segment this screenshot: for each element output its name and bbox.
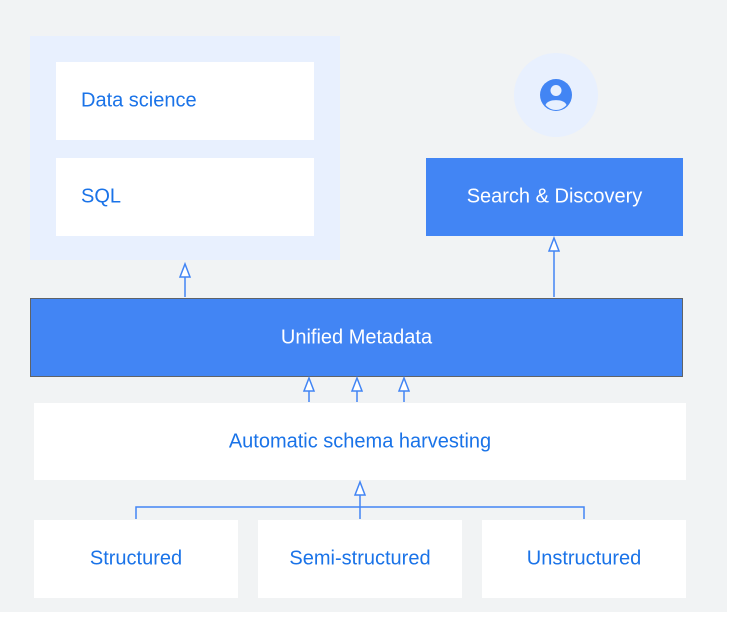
structured-label: Structured — [89, 547, 183, 570]
user-avatar — [514, 53, 598, 137]
arrow-harvest-1-head — [302, 375, 316, 392]
unified-metadata-label: Unified Metadata — [280, 326, 433, 348]
consumers-panel: Data science SQL — [30, 36, 340, 260]
schema-harvesting-label: Automatic schema harvesting — [228, 430, 492, 452]
unstructured-source-box: Unstructured — [482, 520, 686, 598]
unified-metadata-box: Unified Metadata — [30, 298, 683, 377]
user-icon — [540, 79, 572, 111]
data-science-card: Data science — [56, 62, 314, 140]
arrow-to-consumers-head — [178, 261, 192, 278]
schema-harvesting-box: Automatic schema harvesting — [34, 403, 686, 480]
semi-structured-source-box: Semi-structured — [258, 520, 462, 598]
arrow-harvest-3-head — [397, 375, 411, 392]
sources-bracket — [135, 506, 585, 519]
sql-card: SQL — [56, 158, 314, 236]
semi-structured-label: Semi-structured — [289, 547, 431, 570]
sql-label: SQL — [81, 185, 122, 208]
search-discovery-box: Search & Discovery — [426, 158, 683, 236]
data-science-label: Data science — [81, 89, 197, 112]
arrow-to-search-discovery-head — [547, 235, 561, 252]
search-discovery-label: Search & Discovery — [466, 185, 643, 208]
structured-source-box: Structured — [34, 520, 238, 598]
diagram-canvas: Data science SQL Search & Discovery Unif… — [0, 0, 727, 612]
unstructured-label: Unstructured — [526, 547, 642, 570]
arrow-harvest-2-head — [350, 375, 364, 392]
arrow-sources-to-harvest-head — [353, 479, 367, 496]
